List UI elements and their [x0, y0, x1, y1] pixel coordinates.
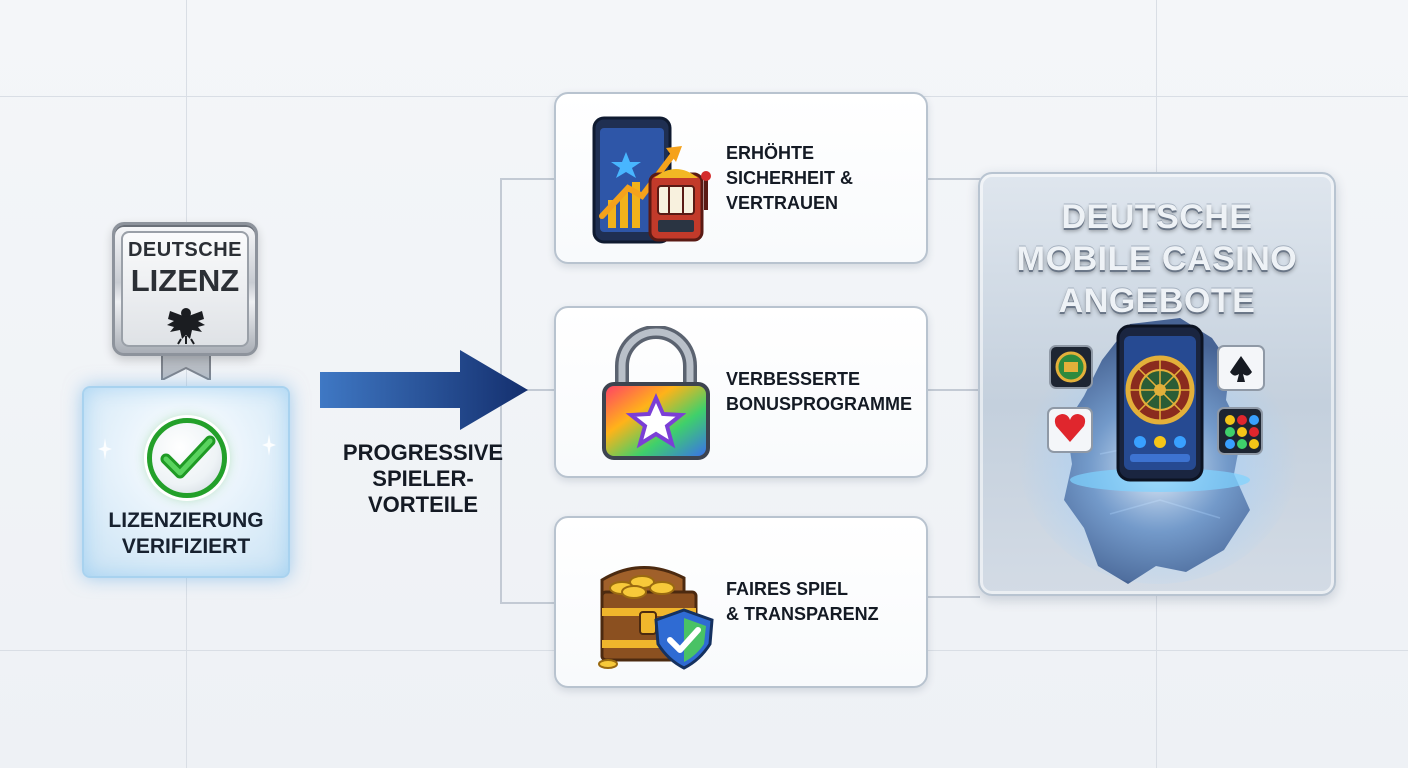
arrow-label-line-3: VORTEILE: [367, 492, 478, 517]
benefit-line: FAIRES SPIEL: [726, 579, 849, 599]
badge-plate: DEUTSCHE LIZENZ: [112, 222, 258, 356]
connector-line: [926, 596, 980, 598]
badge-ribbon-icon: [161, 350, 211, 380]
grid-line: [186, 0, 187, 768]
panel-title: DEUTSCHE MOBILE CASINO ANGEBOTE: [980, 196, 1334, 322]
phone-growth-slot-icon: [592, 116, 711, 244]
benefit-line: VERBESSERTE: [726, 369, 861, 389]
sparkle-icon: [262, 434, 276, 456]
progress-arrow-icon: [320, 350, 528, 430]
germany-map-phone-roulette-icon: [1018, 318, 1298, 584]
badge-line-2: LIZENZ: [130, 263, 240, 298]
benefit-line: SICHERHEIT &: [726, 167, 854, 188]
benefit-line: BONUSPROGRAMME: [726, 394, 913, 414]
benefit-line: & TRANSPARENZ: [726, 604, 879, 624]
connector-line: [926, 389, 980, 391]
benefit-label-security: ERHÖHTE SICHERHEIT & VERTRAUEN: [726, 94, 912, 262]
arrow-label-line-2: SPIELER-: [372, 466, 474, 491]
eagle-icon: [167, 308, 205, 345]
verified-line-1: LIZENZIERUNG: [108, 509, 264, 532]
benefit-line: VERTRAUEN: [726, 192, 839, 213]
connector-line: [926, 178, 980, 180]
panel-title-line-2: MOBILE CASINO: [1016, 240, 1298, 278]
benefit-card-bonus: VERBESSERTE BONUSPROGRAMME: [554, 306, 928, 478]
license-badge: DEUTSCHE LIZENZ: [112, 222, 260, 380]
benefit-card-fairness: FAIRES SPIEL & TRANSPARENZ: [554, 516, 928, 688]
badge-line-1: DEUTSCHE: [127, 239, 242, 261]
license-verified-box: LIZENZIERUNG VERIFIZIERT: [82, 386, 290, 578]
connector-line: [500, 602, 556, 604]
benefit-card-security: ERHÖHTE SICHERHEIT & VERTRAUEN: [554, 92, 928, 264]
connector-line: [500, 178, 556, 180]
grid-line: [1156, 596, 1157, 768]
grid-line: [1156, 0, 1157, 172]
benefit-label-fairness: FAIRES SPIEL & TRANSPARENZ: [726, 518, 912, 686]
panel-title-line-3: ANGEBOTE: [1058, 282, 1256, 320]
benefit-label-bonus: VERBESSERTE BONUSPROGRAMME: [726, 308, 912, 476]
mobile-casino-offers-panel: DEUTSCHE MOBILE CASINO ANGEBOTE: [978, 172, 1336, 596]
verified-line-2: VERIFIZIERT: [121, 535, 251, 558]
sparkle-icon: [98, 438, 112, 460]
verified-label: LIZENZIERUNG VERIFIZIERT: [84, 508, 288, 560]
panel-title-line-1: DEUTSCHE: [1061, 198, 1253, 236]
arrow-label: PROGRESSIVE SPIELER- VORTEILE: [318, 440, 528, 518]
arrow-label-line-1: PROGRESSIVE: [342, 440, 504, 465]
checkmark-icon: [147, 418, 227, 498]
benefit-line: ERHÖHTE: [726, 142, 815, 163]
padlock-star-icon: [602, 326, 710, 460]
connector-line: [500, 389, 556, 391]
treasure-chest-shield-icon: [598, 566, 714, 670]
